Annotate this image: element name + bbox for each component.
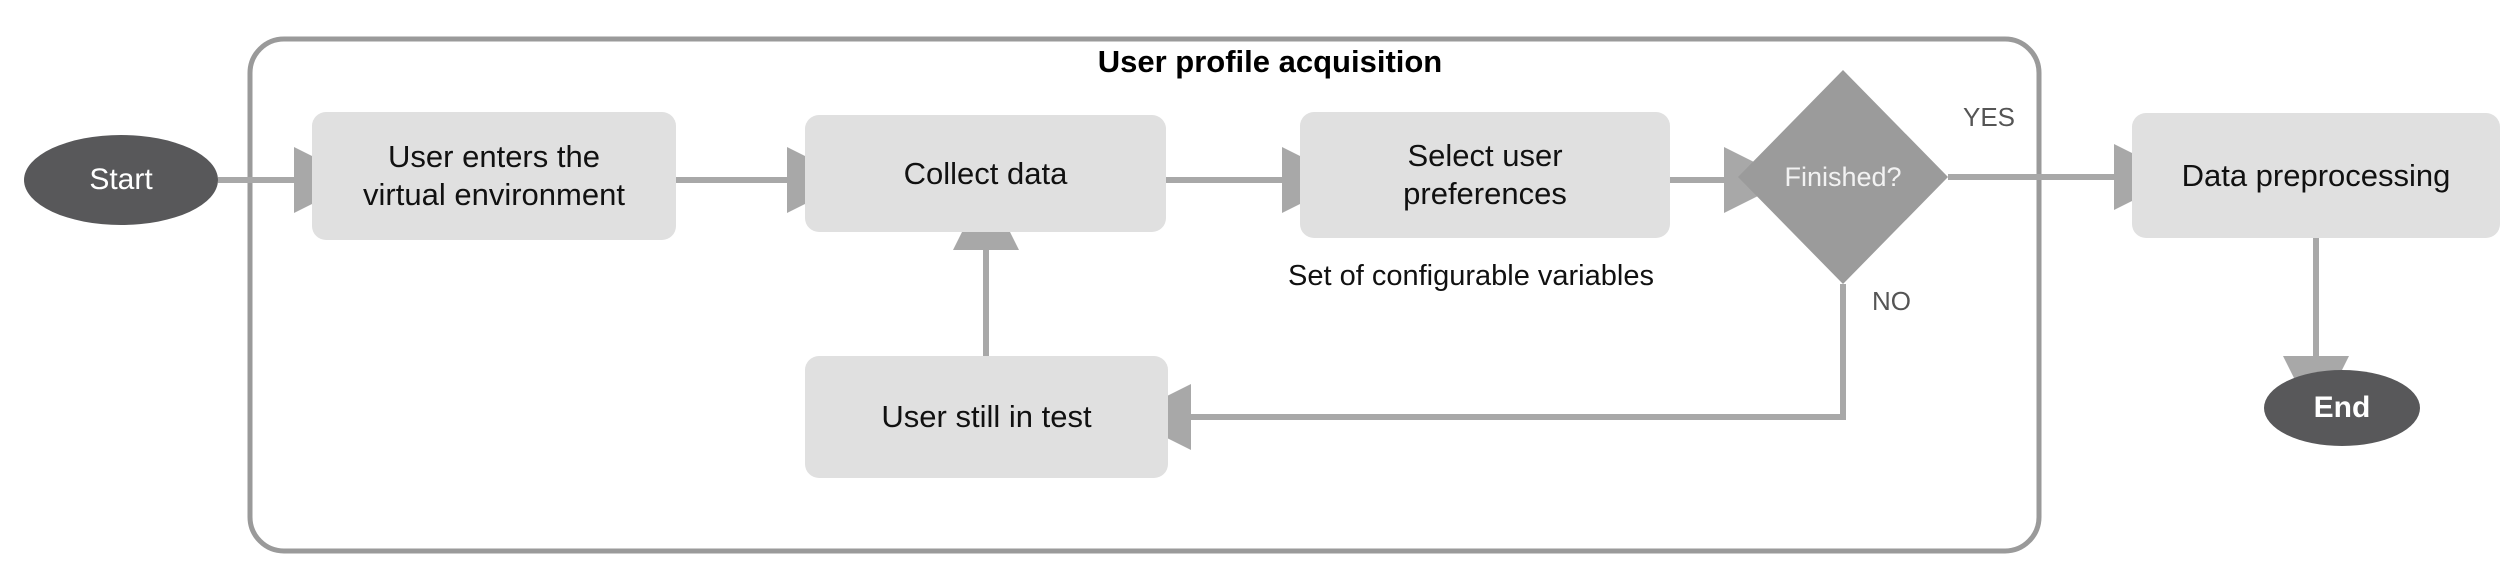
decision-shape-finished [1738, 70, 1948, 284]
group-container-user-profile-acquisition [247, 36, 2042, 554]
annotation-configurable-variables: Set of configurable variables [1288, 260, 1654, 292]
terminal-shape-end [2264, 370, 2420, 446]
process-shape-collect-data [805, 115, 1166, 232]
process-shape-still-in-test [805, 356, 1168, 478]
edge-label-no: NO [1872, 286, 1911, 316]
process-shape-select-prefs [1300, 112, 1670, 238]
terminal-shape-start [24, 135, 218, 225]
process-shape-data-preprocessing [2132, 113, 2500, 238]
group-title: User profile acquisition [1097, 44, 1443, 79]
edge-label-yes: YES [1963, 102, 2016, 132]
edge-finished-no-to-still-in-test [1125, 284, 1846, 450]
process-shape-enter-env [312, 112, 676, 240]
